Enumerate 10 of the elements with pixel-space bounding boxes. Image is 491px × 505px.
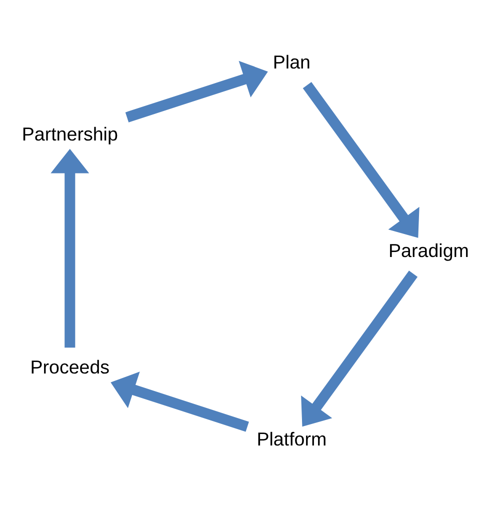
node-text: Partnership xyxy=(22,123,118,144)
arrow xyxy=(50,148,90,348)
node-text: Proceeds xyxy=(30,356,110,378)
arrow xyxy=(302,82,420,238)
node-text: Paradigm xyxy=(388,240,469,261)
node-text: Plan xyxy=(272,51,310,72)
arrow xyxy=(301,270,418,427)
arrow xyxy=(125,60,268,122)
arrow xyxy=(110,372,249,432)
node-text: Platform xyxy=(256,428,327,450)
